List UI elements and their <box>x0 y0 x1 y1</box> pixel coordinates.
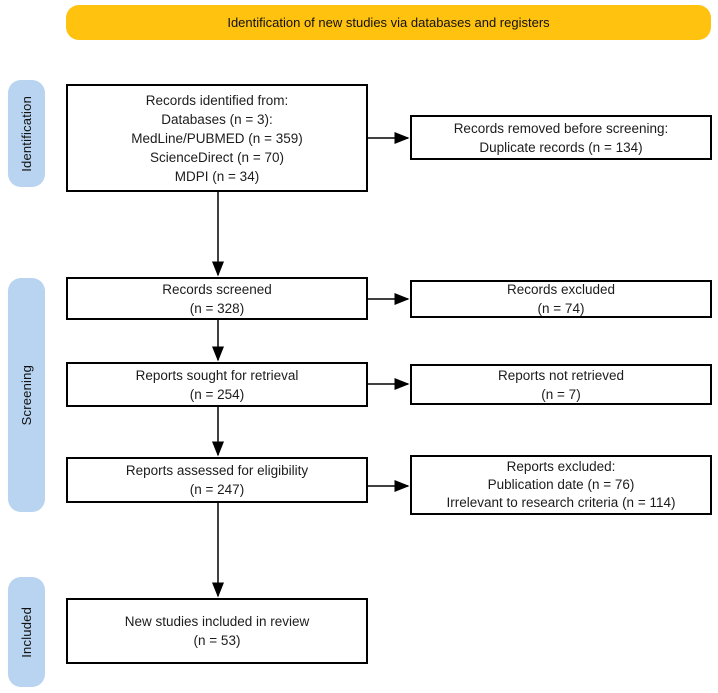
box-reports-assessed-line: Reports assessed for eligibility <box>125 463 309 478</box>
box-records-removed-line: Records removed before screening: <box>453 120 669 136</box>
box-reports-assessed: Reports assessed for eligibility (n = 24… <box>66 457 368 503</box>
phase-label-included: Included <box>8 577 45 687</box>
box-new-studies-included-line: New studies included in review <box>124 614 310 629</box>
box-new-studies-included: New studies included in review (n = 53) <box>66 598 368 664</box>
box-records-identified-line: MDPI (n = 34) <box>174 168 260 184</box>
phase-label-included-text: Included <box>19 606 34 658</box>
phase-label-identification: Identification <box>8 80 45 187</box>
box-reports-excluded-line: Reports excluded: <box>506 459 616 474</box>
box-records-identified-line: Databases (n = 3): <box>161 111 273 127</box>
box-reports-excluded-line: Irrelevant to research criteria (n = 114… <box>446 495 676 510</box>
box-new-studies-included-line: (n = 53) <box>193 633 241 648</box>
box-records-identified-line: Records identified from: <box>145 92 289 108</box>
box-reports-excluded-line: Publication date (n = 76) <box>487 477 635 492</box>
box-records-screened: Records screened (n = 328) <box>66 277 368 320</box>
top-banner: Identification of new studies via databa… <box>66 5 711 40</box>
phase-label-screening-text: Screening <box>19 364 34 426</box>
phase-label-screening: Screening <box>8 278 45 512</box>
box-records-identified: Records identified from: Databases (n = … <box>66 84 368 192</box>
box-reports-sought-line: (n = 254) <box>189 386 245 402</box>
box-reports-sought: Reports sought for retrieval (n = 254) <box>66 362 368 407</box>
box-records-identified-line: MedLine/PUBMED (n = 359) <box>131 130 303 146</box>
box-records-excluded: Records excluded (n = 74) <box>410 280 712 318</box>
box-records-screened-line: Records screened <box>162 281 272 297</box>
box-records-removed-line: Duplicate records (n = 134) <box>479 139 643 155</box>
top-banner-title: Identification of new studies via databa… <box>227 15 550 30</box>
box-reports-assessed-line: (n = 247) <box>189 482 245 497</box>
box-records-screened-line: (n = 328) <box>189 300 245 316</box>
box-reports-not-retrieved-line: Reports not retrieved <box>497 367 625 383</box>
box-records-identified-line: ScienceDirect (n = 70) <box>150 149 284 165</box>
box-reports-not-retrieved: Reports not retrieved (n = 7) <box>410 364 712 405</box>
box-records-excluded-line: Records excluded <box>506 282 616 297</box>
phase-label-identification-text: Identification <box>19 95 34 172</box>
box-records-excluded-line: (n = 74) <box>537 301 585 316</box>
box-reports-excluded: Reports excluded: Publication date (n = … <box>410 455 712 515</box>
box-records-removed: Records removed before screening: Duplic… <box>410 115 712 160</box>
box-reports-not-retrieved-line: (n = 7) <box>541 386 581 402</box>
box-reports-sought-line: Reports sought for retrieval <box>135 367 299 383</box>
